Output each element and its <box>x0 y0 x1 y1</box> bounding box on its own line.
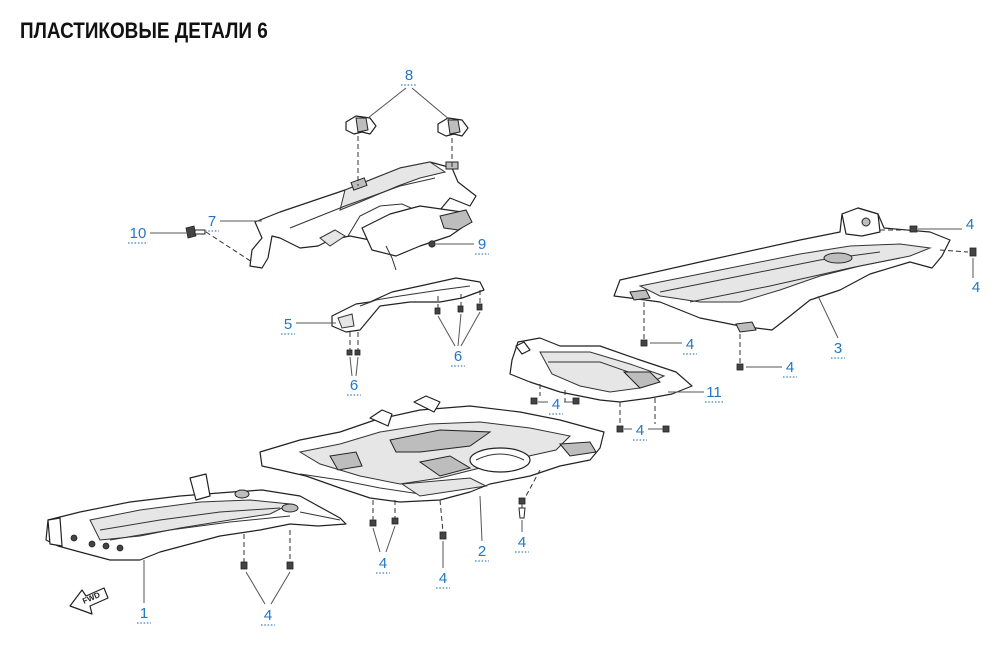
fwd-direction-arrow: FWD <box>69 587 109 615</box>
callout-3: 3 <box>817 295 845 359</box>
callout-4-right-edge-number: 4 <box>972 279 980 296</box>
part-2-center-skid-plate <box>259 395 605 503</box>
callout-4-right-edge: 4 <box>972 258 980 296</box>
callout-3-number: 3 <box>834 340 842 357</box>
part-1-fasteners <box>240 530 294 570</box>
callout-4-part2-right: 4 <box>515 520 529 553</box>
callouts: 8 7 10 9 <box>128 67 980 626</box>
callout-6-left: 6 <box>347 356 361 396</box>
callout-4-part11-lower-number: 4 <box>636 422 644 439</box>
part-3-fasteners <box>640 225 977 371</box>
part-3-right-skid-plate <box>613 207 969 333</box>
callout-2: 2 <box>475 495 489 562</box>
part-10-screw <box>185 225 253 263</box>
part-11-middle-skid-plate <box>509 337 693 424</box>
callout-10: 10 <box>128 225 188 244</box>
callout-4-part3-right-number: 4 <box>786 359 794 376</box>
callout-4-part2-middle: 4 <box>436 541 450 589</box>
callout-8: 8 <box>367 67 451 121</box>
page-title: ПЛАСТИКОВЫЕ ДЕТАЛИ 6 <box>20 18 268 43</box>
callout-7-number: 7 <box>208 213 216 230</box>
callout-4-part11-upper: 4 <box>538 396 573 415</box>
callout-6-right-number: 6 <box>454 348 462 365</box>
callout-4-part2-left-number: 4 <box>379 555 387 572</box>
callout-2-number: 2 <box>478 543 486 560</box>
part-2-fasteners <box>369 469 541 540</box>
callout-9: 9 <box>436 236 489 255</box>
callout-4-part2-right-number: 4 <box>518 534 526 551</box>
callout-1: 1 <box>137 560 151 624</box>
callout-4-top-right-number: 4 <box>966 216 974 233</box>
part-5-bracket <box>331 277 485 333</box>
part-6-fasteners <box>346 290 483 356</box>
callout-4-part11-lower: 4 <box>624 422 663 441</box>
part-8-clips <box>345 115 469 186</box>
callout-5-number: 5 <box>284 316 292 333</box>
callout-4-top-right: 4 <box>918 216 974 233</box>
callout-9-number: 9 <box>478 236 486 253</box>
part-1-front-skid-plate <box>45 473 347 561</box>
callout-11: 11 <box>668 384 723 403</box>
callout-11-number: 11 <box>706 384 722 401</box>
callout-7: 7 <box>205 213 262 232</box>
callout-1-number: 1 <box>140 605 148 622</box>
callout-4-part3-left-number: 4 <box>686 336 694 353</box>
callout-8-number: 8 <box>405 67 413 84</box>
callout-4-part11-upper-number: 4 <box>552 396 560 413</box>
callout-6-left-number: 6 <box>350 377 358 394</box>
callout-6-right: 6 <box>437 311 481 367</box>
callout-4-part1: 4 <box>245 571 291 626</box>
callout-10-number: 10 <box>130 225 147 242</box>
callout-4-part2-middle-number: 4 <box>439 570 447 587</box>
callout-4-part3-left: 4 <box>650 336 697 355</box>
callout-4-part3-right: 4 <box>746 359 797 378</box>
callout-4-part2-left: 4 <box>372 525 396 574</box>
part-7-center-tunnel-cover <box>249 161 477 271</box>
callout-4-part1-number: 4 <box>264 607 272 624</box>
callout-5: 5 <box>281 316 336 335</box>
